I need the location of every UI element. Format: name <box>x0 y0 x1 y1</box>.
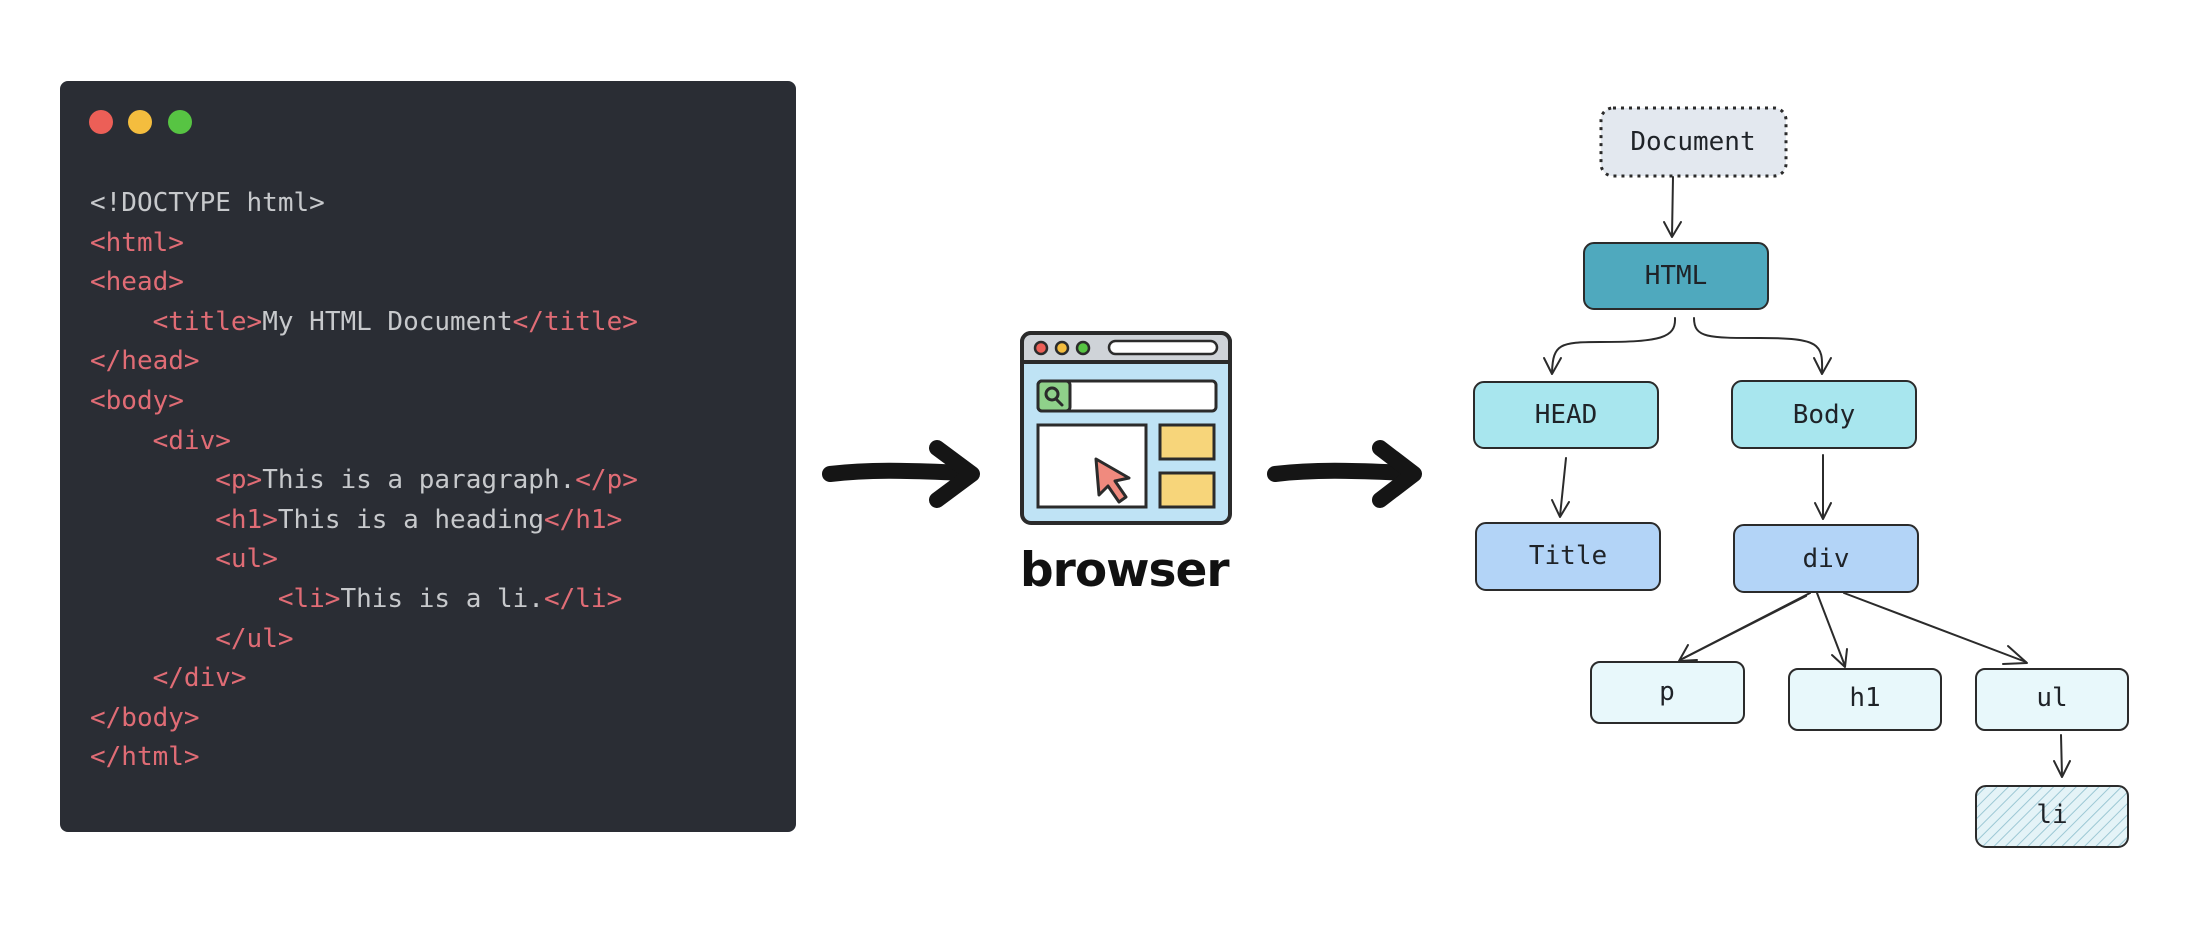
edge-div-p <box>1678 592 1811 662</box>
edge-div-ul <box>1843 592 2028 665</box>
edge-head-title <box>1551 457 1570 518</box>
edge-body-div <box>1814 454 1832 520</box>
flow-arrow-to-dom <box>1267 440 1422 508</box>
code-tag: </html> <box>90 742 200 773</box>
code-line: <p>This is a paragraph.</p> <box>90 461 638 501</box>
code-line: <!DOCTYPE html> <box>90 184 638 224</box>
code-tag: </ul> <box>215 623 294 654</box>
code-tag: <li> <box>277 583 341 614</box>
edge-document-html <box>1663 176 1682 238</box>
code-line: <head> <box>90 263 638 303</box>
code-tag: <html> <box>90 227 184 258</box>
code-line: </html> <box>90 738 638 778</box>
edge-ul-li <box>2053 734 2071 778</box>
code-line: <body> <box>90 382 638 422</box>
dom-node-document-label: Document <box>1630 127 1755 157</box>
close-dot-icon <box>89 110 113 134</box>
code-tag: <h1> <box>215 504 278 535</box>
dom-node-div-label: div <box>1803 544 1850 574</box>
code-tag: </body> <box>90 702 200 733</box>
dom-node-ul-label: ul <box>2036 683 2067 713</box>
code-line: <title>My HTML Document</title> <box>90 303 638 343</box>
edge-html-head <box>1543 317 1677 375</box>
code-tag: <title> <box>152 306 263 337</box>
code-tag: </div> <box>152 663 247 694</box>
code-line: <h1>This is a heading</h1> <box>90 501 638 541</box>
browser-window-icon <box>1020 331 1232 525</box>
code-text: My HTML Document <box>262 306 513 337</box>
code-line: <li>This is a li.</li> <box>90 580 638 620</box>
code-tag: <body> <box>90 385 184 416</box>
code-block: <!DOCTYPE html> <html> <head> <title>My HT… <box>90 184 638 778</box>
dom-node-ul: ul <box>1975 668 2129 731</box>
code-doctype: <!DOCTYPE html> <box>90 188 325 218</box>
code-line: </ul> <box>90 620 638 660</box>
dom-node-title: Title <box>1475 522 1661 591</box>
maximize-dot-icon <box>168 110 192 134</box>
dom-node-h1-label: h1 <box>1849 683 1880 713</box>
browser-label: browser <box>1020 543 1230 598</box>
dom-node-div: div <box>1733 524 1919 593</box>
code-text: This is a paragraph. <box>262 465 576 496</box>
dom-node-h1: h1 <box>1788 668 1942 731</box>
code-tag: <head> <box>90 267 184 298</box>
code-editor-window: <!DOCTYPE html> <html> <head> <title>My HT… <box>60 81 796 832</box>
code-tag: </title> <box>512 306 638 337</box>
code-tag: <ul> <box>215 544 278 575</box>
dom-node-title-label: Title <box>1529 541 1607 571</box>
code-line: <ul> <box>90 540 638 580</box>
dom-node-html: HTML <box>1583 242 1769 310</box>
edge-div-h1 <box>1816 592 1848 668</box>
dom-node-html-label: HTML <box>1645 261 1708 291</box>
code-tag: </head> <box>90 346 200 377</box>
code-line: </head> <box>90 342 638 382</box>
code-line: <div> <box>90 422 638 462</box>
code-line: </body> <box>90 699 638 739</box>
code-line: </div> <box>90 659 638 699</box>
code-text: This is a li. <box>340 583 544 614</box>
dom-node-li: li <box>1975 785 2129 848</box>
minimize-dot-icon <box>128 110 152 134</box>
code-tag: </p> <box>575 465 638 496</box>
dom-node-head-label: HEAD <box>1535 400 1598 430</box>
code-line: <html> <box>90 224 638 264</box>
dom-node-body-label: Body <box>1793 400 1856 430</box>
flow-arrow-to-browser <box>822 440 980 508</box>
dom-node-p-label: p <box>1659 677 1675 707</box>
code-tag: </li> <box>543 583 623 614</box>
dom-node-head: HEAD <box>1473 381 1659 449</box>
dom-node-body: Body <box>1731 380 1917 449</box>
code-tag: <p> <box>215 465 263 496</box>
dom-node-document: Document <box>1599 106 1788 178</box>
edge-html-body <box>1693 317 1832 375</box>
dom-node-p: p <box>1590 661 1745 724</box>
code-tag: <div> <box>152 425 231 456</box>
code-text: This is a heading <box>277 504 544 535</box>
dom-node-li-label: li <box>2036 800 2067 830</box>
code-tag: </h1> <box>543 504 623 535</box>
